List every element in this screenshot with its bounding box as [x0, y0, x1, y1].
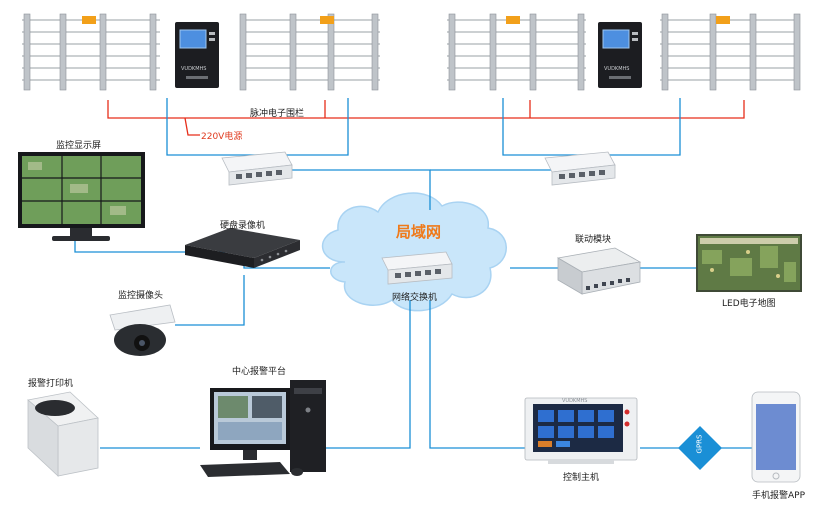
- mobile-phone: [751, 391, 801, 483]
- fence-left: [22, 13, 380, 91]
- dvr-label: 硬盘录像机: [220, 221, 266, 231]
- control-host-label: 控制主机: [563, 473, 600, 483]
- camera-label: 监控摄像头: [118, 291, 164, 301]
- gprs-diamond: [678, 426, 722, 470]
- fence-label: 脉冲电子围栏: [250, 109, 305, 119]
- central-pc: [200, 380, 326, 477]
- power-lines: [107, 100, 745, 136]
- monitor-screen-label: 监控显示屏: [56, 141, 102, 151]
- switch-right: [544, 151, 616, 186]
- fence-right: [447, 13, 801, 91]
- app-label: 手机报警APP: [752, 491, 806, 501]
- brand-controller: VUDKMHS: [562, 398, 588, 404]
- linkage-module-device: [556, 247, 642, 295]
- led-map-board: [696, 234, 802, 292]
- signal-lines: [74, 98, 752, 449]
- brand-right: VUDKMHS: [604, 66, 630, 72]
- printer-label: 报警打印机: [28, 379, 74, 389]
- gprs-label: GPRS: [695, 434, 704, 454]
- switch-left: [221, 151, 293, 186]
- fence-controller-right: [598, 22, 642, 88]
- linkage-module-label: 联动模块: [575, 235, 612, 245]
- dome-camera: [109, 304, 176, 356]
- led-map-label: LED电子地图: [722, 299, 776, 309]
- alarm-printer: [27, 391, 99, 477]
- cloud-title: 局域网: [396, 223, 442, 241]
- control-host: [524, 397, 638, 464]
- brand-left: VUDKMHS: [181, 66, 207, 72]
- central-platform-label: 中心报警平台: [232, 367, 287, 377]
- fence-controller-left: [175, 22, 219, 88]
- lan-cloud: [321, 192, 507, 312]
- dvr-device: [185, 228, 300, 268]
- power-label: 220V电源: [201, 132, 243, 142]
- central-switch: [381, 251, 453, 285]
- monitor-display: [18, 152, 145, 241]
- switch-label: 网络交换机: [392, 293, 438, 303]
